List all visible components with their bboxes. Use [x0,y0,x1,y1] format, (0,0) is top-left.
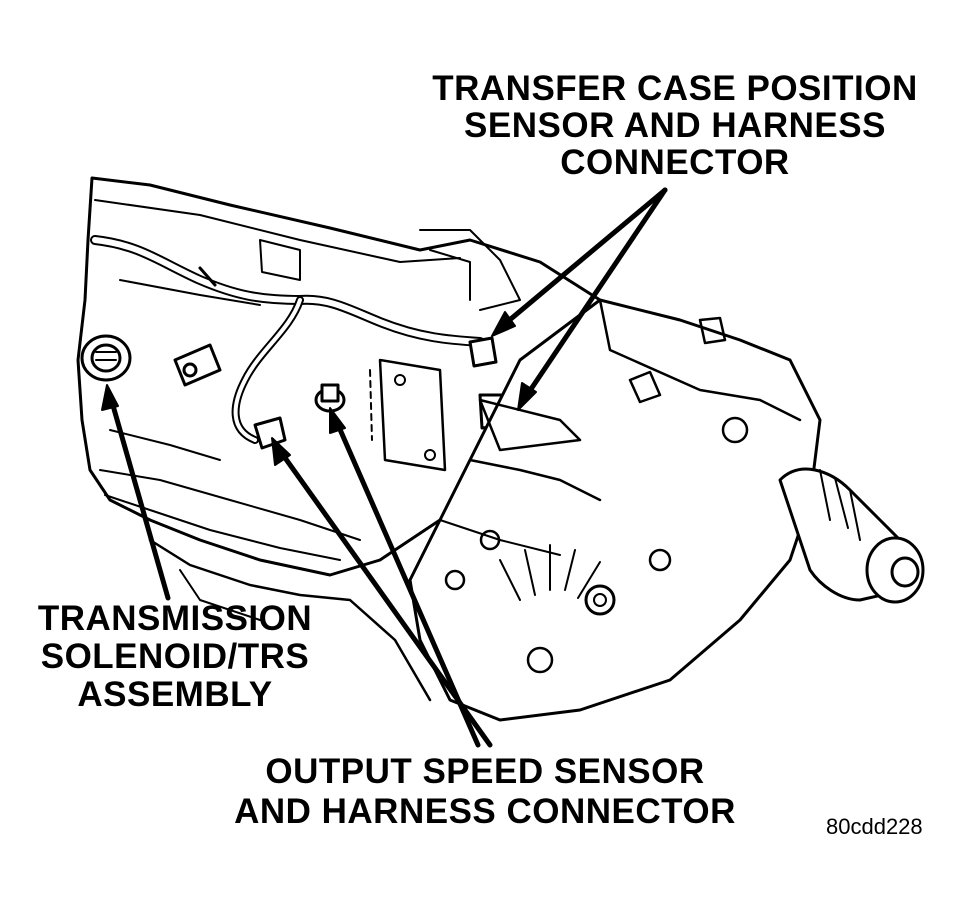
figure-id: 80cdd228 [826,814,923,839]
transmission-case [76,176,642,702]
label-line: TRANSFER CASE POSITION [432,69,918,108]
label-line: TRANSMISSION [37,599,313,638]
output-speed-sensor-label: OUTPUT SPEED SENSOR AND HARNESS CONNECTO… [210,752,760,832]
transfer-case-position-sensor-label: TRANSFER CASE POSITION SENSOR AND HARNES… [420,70,930,181]
arrow-oss-sensor [332,415,481,748]
arrow-solenoid [107,392,171,601]
leader-arrows [101,187,668,748]
transmission-solenoid-label: TRANSMISSION SOLENOID/TRS ASSEMBLY [20,600,330,714]
arrow-tcps-connector [497,187,668,331]
case-sensor-left [173,343,222,387]
arrow-tcps-sensor [522,187,668,401]
label-line: ASSEMBLY [77,675,273,714]
solenoid-connector [80,334,132,382]
label-line: SENSOR AND HARNESS [464,106,886,145]
transfer-case [408,298,925,722]
label-line: SOLENOID/TRS [40,637,310,676]
label-line: OUTPUT SPEED SENSOR [265,752,705,791]
label-line: CONNECTOR [560,143,790,182]
wiring-harness [90,235,485,444]
output-speed-sensor [253,383,346,450]
label-line: AND HARNESS CONNECTOR [234,792,736,831]
